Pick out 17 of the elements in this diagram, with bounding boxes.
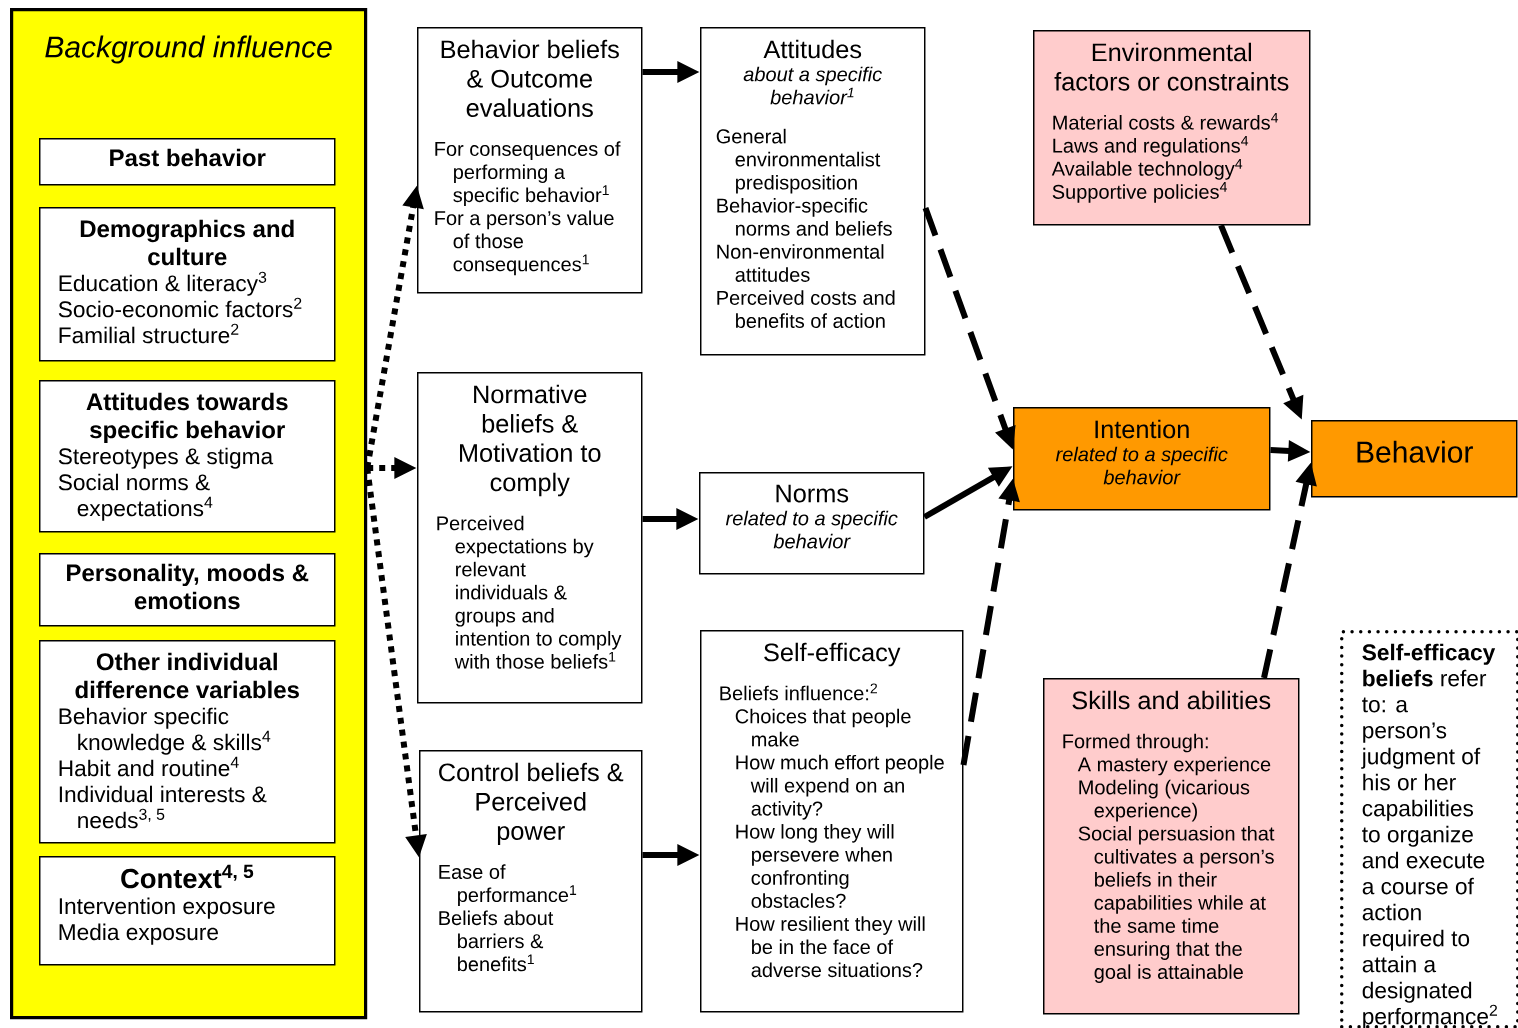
factor-box: Context$^{4, 5}$ Intervention exposure Media exposure bbox=[39, 856, 336, 966]
factor-box: Attitudes towards specific behavior Stereotypes & stigma Social norms & expectations$^{4}$ bbox=[39, 380, 336, 533]
process-box: Attitudes about a specific behavior$^{1}$ General environmentalist predisposition Behavior-specific norms and beliefs Non-environmental attitudes Perceived costs and benefits of action bbox=[700, 27, 926, 356]
process-box: Intention related to a specific behavior bbox=[1013, 407, 1271, 511]
process-box: Skills and abilities Formed through: A mastery experience Modeling (vicarious experience) Social persuasion that cultivates a person’s beliefs in their capabilities while at the same time ensuring that the goal is attainable bbox=[1043, 678, 1300, 1015]
factor-box: Other individual difference variables Behavior specific knowledge & skills$^{4}$ Habit and routine$^{4}$ Individual interests & needs$^{3, 5}$ bbox=[39, 640, 336, 844]
process-box: Behavior beliefs & Outcome evaluations For consequences of performing a specific behavior$^{1}$ For a person’s value of those consequences$^{1}$ bbox=[417, 27, 643, 294]
process-box: Self-efficacy Beliefs influence:$^{2}$ Choices that people make How much effort people will expend on an activity? How long they will persevere when confronting obstacles? How resilient they will be in the face of adverse situations? bbox=[700, 630, 964, 1013]
process-box: Norms related to a specific behavior bbox=[699, 472, 925, 575]
factor-box: Demographics and culture Education & literacy$^{3}$ Socio-economic factors$^{2}$ Familial structure$^{2}$ bbox=[39, 207, 336, 362]
process-box: Normative beliefs & Motivation to comply Perceived expectations by relevant individuals & groups and intention to comply with those beliefs$^{1}$ bbox=[417, 372, 643, 704]
note-box: Self-efficacy beliefs refer to: a person’s judgment of his or her capabilities to organize and execute a course of action required to attain a designated performance$^{2}$ bbox=[1340, 630, 1518, 1028]
factor-box: Past behavior bbox=[39, 138, 336, 186]
factor-box: Personality, moods & emotions bbox=[39, 553, 336, 627]
process-box: Environmental factors or constraints Material costs & rewards$^{4}$ Laws and regulations$^{4}$ Available technology$^{4}$ Supportive policies$^{4}$ bbox=[1033, 30, 1311, 226]
process-box: Control beliefs & Perceived power Ease of performance$^{1}$ Beliefs about barriers & benefits$^{1}$ bbox=[419, 750, 643, 1013]
behavior-box: Behavior bbox=[1311, 420, 1518, 498]
